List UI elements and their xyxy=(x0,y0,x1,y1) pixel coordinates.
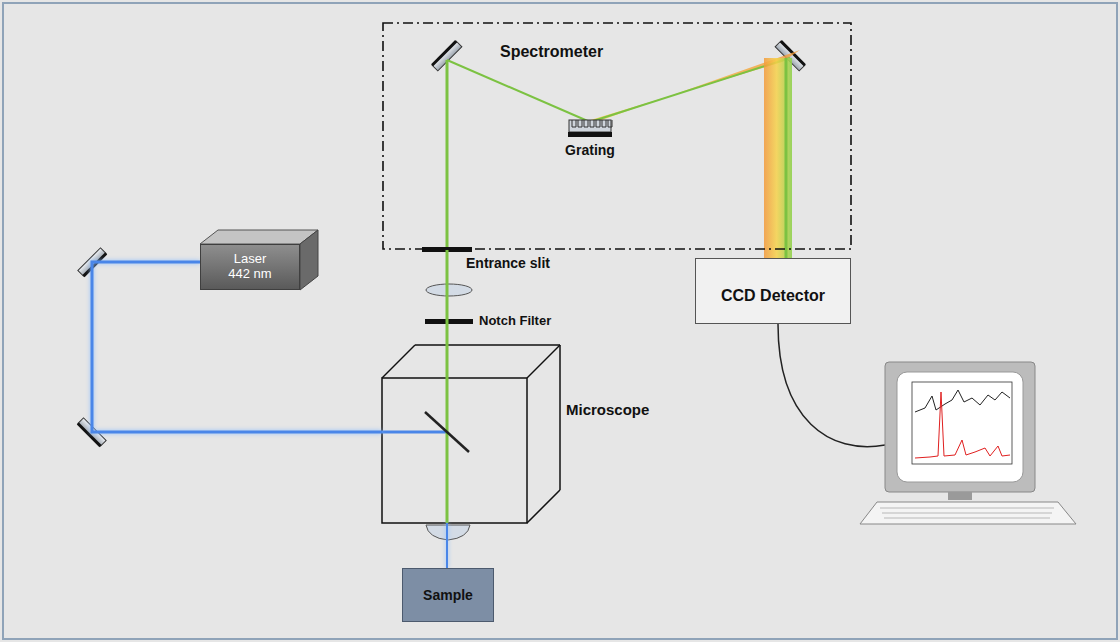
computer xyxy=(880,508,1054,518)
computer xyxy=(882,513,1052,514)
microscope-cube xyxy=(527,345,560,378)
microscope-cube xyxy=(559,345,561,490)
node-label: CCD Detector xyxy=(721,287,825,305)
detector-box: CCD Detector xyxy=(695,258,851,324)
node-label: Microscope xyxy=(566,401,649,418)
computer xyxy=(948,492,972,500)
lens xyxy=(426,284,472,296)
dashed-outline xyxy=(382,22,852,250)
microscope-box: Microscope xyxy=(382,345,560,523)
node-label: Sample xyxy=(423,587,473,603)
microscope-cube xyxy=(382,431,447,434)
node-label: Grating xyxy=(565,142,615,158)
computer xyxy=(885,362,1035,492)
grating-base xyxy=(568,132,612,137)
laser-housing xyxy=(200,230,318,290)
grating-groove xyxy=(590,120,594,127)
computer xyxy=(860,362,1076,524)
microscope-cube xyxy=(382,345,415,378)
light-beam xyxy=(447,60,590,122)
cable xyxy=(778,324,885,447)
part-label: Notch Filter xyxy=(479,313,551,328)
spectrometer-box: SpectrometerGrating xyxy=(382,22,852,250)
microscope-cube xyxy=(382,345,560,540)
dashed-outline xyxy=(383,23,851,249)
microscope-cube xyxy=(425,412,469,452)
computer xyxy=(915,390,1010,412)
grating-groove xyxy=(578,120,582,127)
microscope-cube xyxy=(415,344,560,346)
computer xyxy=(880,508,1054,509)
computer xyxy=(860,502,1076,524)
grating: Grating xyxy=(562,116,618,158)
computer xyxy=(884,518,1050,519)
light-beam xyxy=(785,58,788,258)
laser-beam xyxy=(446,523,448,568)
sample-box: Sample xyxy=(402,568,494,622)
grating-symbol xyxy=(569,120,611,132)
notch-filter xyxy=(425,319,473,324)
mirror xyxy=(78,424,101,447)
microscope-cube xyxy=(382,378,527,523)
grating-groove xyxy=(596,120,600,127)
node-label: Laser 442 nm xyxy=(222,252,278,282)
notch-filter xyxy=(425,319,473,324)
scattered-beam xyxy=(446,250,449,345)
part-label: Entrance slit xyxy=(466,255,550,271)
computer xyxy=(915,392,1010,458)
light-beam xyxy=(446,60,449,250)
computer xyxy=(912,382,1012,464)
light-beam xyxy=(764,58,792,258)
grating-groove xyxy=(608,120,612,127)
node-label: Spectrometer xyxy=(500,43,603,61)
grating-symbol xyxy=(567,116,613,138)
laser-box: Laser 442 nm xyxy=(200,244,300,290)
light-beam xyxy=(590,58,790,122)
laser-housing xyxy=(300,230,318,290)
lens xyxy=(426,284,472,296)
microscope-cube xyxy=(527,490,560,523)
frame xyxy=(3,3,1117,639)
grating-groove xyxy=(584,120,588,127)
computer xyxy=(897,372,1023,482)
light-beam xyxy=(447,50,800,258)
mirror xyxy=(84,254,107,277)
laser-housing xyxy=(200,230,318,244)
grating-groove xyxy=(572,120,576,127)
grating-groove xyxy=(602,120,606,127)
mirror xyxy=(78,41,805,446)
